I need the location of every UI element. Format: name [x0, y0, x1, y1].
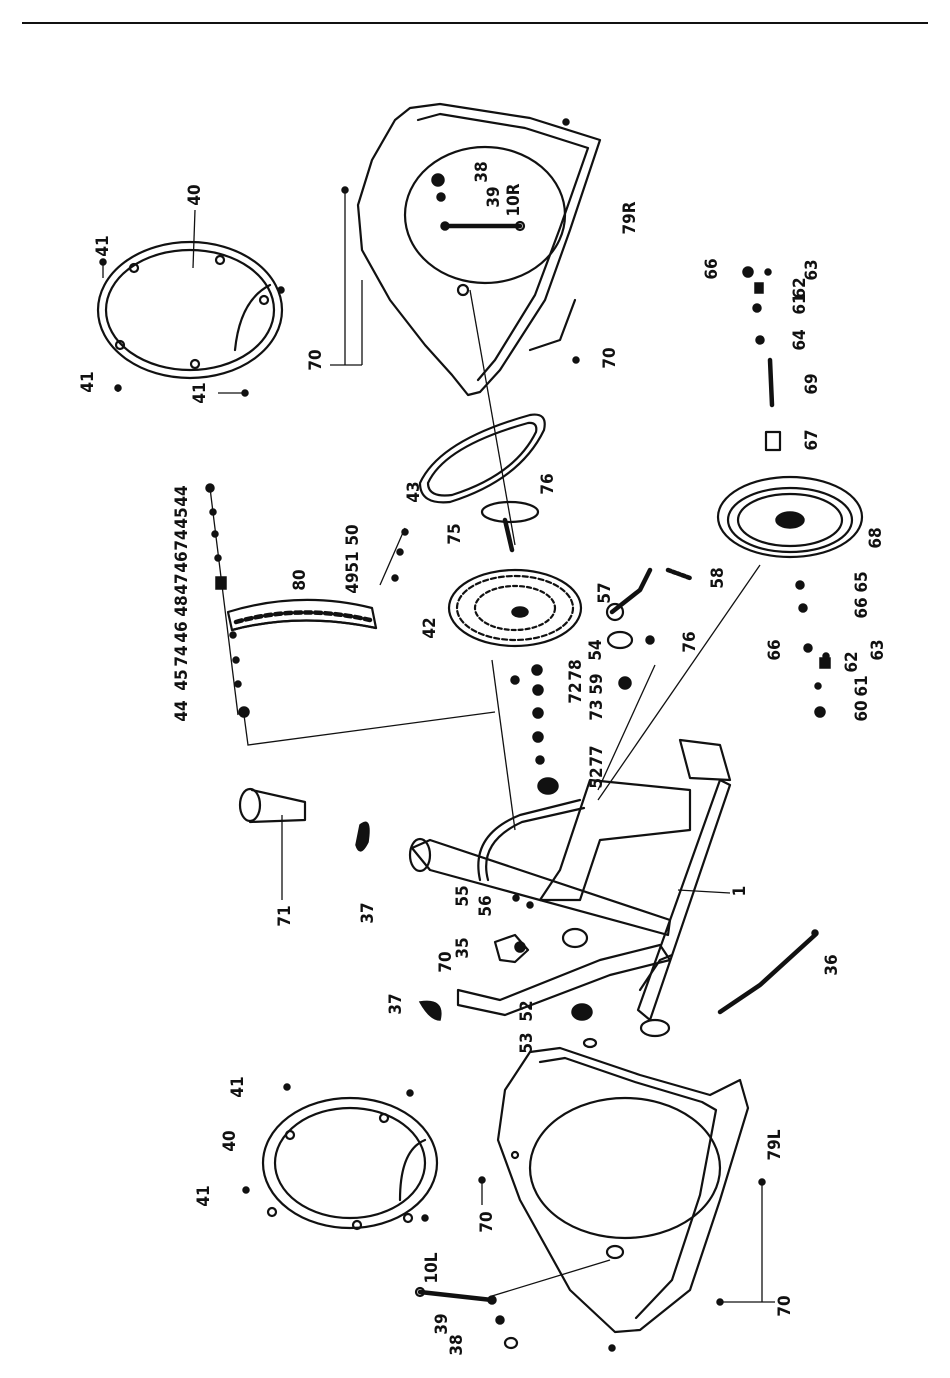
idler-wheel-54 — [608, 632, 632, 689]
part-label-55: 55 — [453, 885, 473, 906]
part-label-69: 69 — [802, 373, 822, 394]
part-label-60: 60 — [852, 700, 872, 721]
part-label-70: 70 — [600, 347, 620, 368]
bearing-stack-72-78 — [511, 665, 558, 794]
part-label-38: 38 — [472, 161, 492, 182]
flywheel-hardware-60-66 — [796, 581, 830, 717]
part-label-39: 39 — [432, 1313, 452, 1334]
flywheel-68 — [718, 477, 862, 557]
part-label-65: 65 — [852, 571, 872, 592]
part-label-38: 38 — [447, 1334, 467, 1355]
seat-tube-71 — [240, 789, 305, 900]
part-label-70: 70 — [775, 1295, 795, 1316]
part-label-46: 46 — [172, 551, 192, 572]
part-label-53: 53 — [517, 1032, 537, 1053]
part-label-43: 43 — [404, 481, 424, 502]
part-label-48: 48 — [172, 595, 192, 616]
pulley-42 — [449, 570, 581, 646]
part-label-75: 75 — [445, 523, 465, 544]
drive-belt-43 — [420, 415, 545, 503]
part-label-40: 40 — [220, 1130, 240, 1151]
part-label-44: 44 — [172, 700, 192, 721]
part-label-41: 41 — [78, 371, 98, 392]
knob-37-top — [356, 822, 369, 851]
part-label-10R: 10R — [504, 183, 524, 216]
flywheel-axle-69 — [743, 267, 780, 450]
part-label-37: 37 — [386, 993, 406, 1014]
decor-ring-40-bottom — [243, 1084, 437, 1229]
part-label-45: 45 — [172, 507, 192, 528]
decor-ring-40-top — [98, 210, 282, 378]
right-cover-79R — [358, 104, 600, 395]
part-label-46: 46 — [172, 621, 192, 642]
part-label-67: 67 — [802, 429, 822, 450]
part-label-36: 36 — [822, 954, 842, 975]
bearings-52-53 — [572, 1004, 596, 1047]
part-label-62: 62 — [842, 651, 862, 672]
tension-knob-35 — [495, 935, 528, 962]
part-label-50: 50 — [343, 524, 363, 545]
part-label-72: 72 — [566, 682, 586, 703]
part-label-42: 42 — [420, 617, 440, 638]
part-label-61: 61 — [852, 675, 872, 696]
part-label-74: 74 — [172, 645, 192, 666]
part-label-76: 76 — [680, 631, 700, 652]
part-label-10L: 10L — [422, 1252, 442, 1283]
part-label-52: 52 — [587, 767, 607, 788]
bolt-stack-44-48 — [206, 484, 249, 717]
part-label-79R: 79R — [620, 201, 640, 234]
part-label-45: 45 — [172, 669, 192, 690]
bolt-stack-49-51 — [380, 528, 408, 585]
part-label-35: 35 — [453, 937, 473, 958]
part-label-49: 49 — [343, 572, 363, 593]
part-label-41: 41 — [93, 235, 113, 256]
part-label-78: 78 — [566, 659, 586, 680]
part-label-71: 71 — [275, 905, 295, 926]
part-label-44: 44 — [172, 485, 192, 506]
part-label-66: 66 — [852, 597, 872, 618]
crank-axle-75 — [470, 290, 538, 550]
part-label-79L: 79L — [765, 1129, 785, 1160]
part-label-56: 56 — [476, 895, 496, 916]
part-label-52: 52 — [517, 1000, 537, 1021]
part-label-74: 74 — [172, 529, 192, 550]
part-label-57: 57 — [595, 582, 615, 603]
part-label-70: 70 — [477, 1211, 497, 1232]
part-label-70: 70 — [306, 349, 326, 370]
part-label-77: 77 — [587, 745, 607, 766]
screws-70-top — [330, 119, 579, 365]
part-label-63: 63 — [868, 639, 888, 660]
part-label-73: 73 — [587, 699, 607, 720]
screws-70-bottom — [479, 1177, 775, 1351]
part-label-51: 51 — [343, 551, 363, 572]
knob-37-bottom — [420, 1001, 441, 1020]
part-label-41: 41 — [194, 1185, 214, 1206]
part-label-61: 61 — [790, 293, 810, 314]
part-label-80: 80 — [290, 569, 310, 590]
part-label-41: 41 — [228, 1076, 248, 1097]
part-label-59: 59 — [587, 673, 607, 694]
part-label-76: 76 — [538, 473, 558, 494]
part-label-41: 41 — [190, 382, 210, 403]
magnet-bracket-80 — [228, 600, 376, 630]
part-label-66: 66 — [702, 258, 722, 279]
left-cover-79L — [498, 1048, 748, 1332]
part-label-68: 68 — [866, 527, 886, 548]
part-label-66: 66 — [765, 639, 785, 660]
leader-44 — [244, 712, 495, 745]
tension-cable-36 — [720, 930, 818, 1012]
part-label-37: 37 — [358, 902, 378, 923]
part-label-64: 64 — [790, 329, 810, 350]
part-label-54: 54 — [586, 639, 606, 660]
part-label-1: 1 — [730, 886, 750, 897]
part-label-40: 40 — [185, 184, 205, 205]
part-label-58: 58 — [708, 567, 728, 588]
screws-41-top — [100, 259, 284, 396]
part-label-39: 39 — [484, 186, 504, 207]
part-label-47: 47 — [172, 573, 192, 594]
